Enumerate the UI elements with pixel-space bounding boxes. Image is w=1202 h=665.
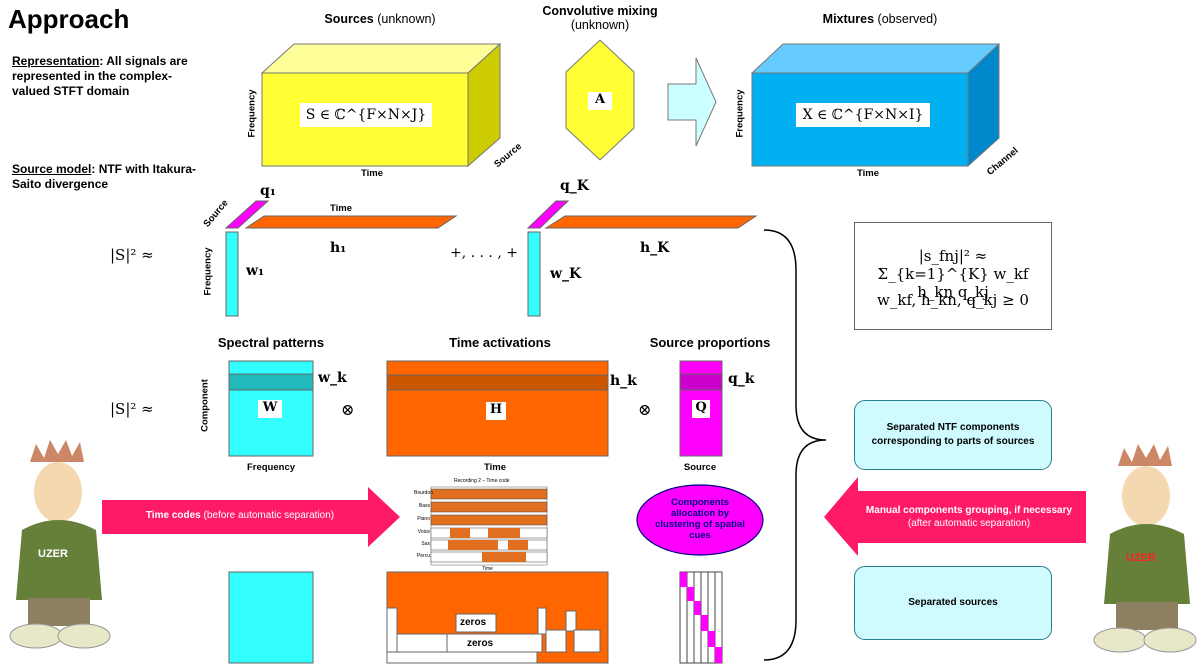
W-init — [228, 571, 314, 664]
representation-label: Representation — [12, 54, 100, 68]
timecode-row-3: Voice — [417, 529, 430, 535]
cube-x-freq-label: Frequency — [734, 89, 746, 138]
mixing-header-rest: (unknown) — [570, 18, 630, 32]
h1-bar — [244, 215, 458, 229]
zeros-label-1: zeros — [460, 617, 487, 628]
qK-label: q_K — [560, 178, 589, 194]
w1-bar — [225, 231, 239, 317]
Q-label: Q — [692, 400, 710, 418]
representation-body: : All signals are represented in the com… — [12, 54, 188, 98]
user-figure-right — [1093, 444, 1197, 653]
spectral-patterns-title: Spectral patterns — [217, 335, 325, 350]
time-codes-text: Time codes (before automatic separation) — [110, 510, 370, 521]
page-title: Approach — [8, 4, 130, 34]
formula-box: |s_fnj|² ≈ Σ_{k=1}^{K} w_kf h_kn q_kj w_… — [854, 222, 1052, 330]
source-model-body: : NTF with Itakura-Saito divergence — [12, 162, 197, 191]
hk-label: h_k — [610, 373, 637, 389]
h1-label: h₁ — [330, 240, 347, 256]
otimes-2: ⊗ — [638, 400, 652, 419]
W-label: W — [258, 400, 282, 418]
separated-sources-box: Separated sources — [854, 566, 1052, 640]
cube-s-freq-label: Frequency — [246, 89, 258, 138]
Q-matrix — [679, 360, 723, 457]
cube-s-time-label: Time — [360, 168, 383, 179]
time-codes-bold: Time codes — [145, 510, 201, 521]
formula-line2: w_kf, h_kn, q_kj ≥ 0 — [877, 291, 1029, 309]
w1-label: w₁ — [246, 263, 265, 279]
row1-freq-axis: Frequency — [202, 247, 214, 296]
source-label: Source — [683, 462, 717, 473]
source-model-label: Source model — [12, 162, 92, 176]
frequency-label: Frequency — [246, 462, 296, 473]
cube-s-formula: S ∈ ℂ^{F×N×J} — [300, 103, 432, 127]
grouping-rest: (after automatic separation) — [907, 518, 1031, 529]
timecode-xlabel: Time — [482, 566, 493, 572]
grouping-text: Manual components grouping, if necessary… — [858, 504, 1080, 530]
row1-time-axis: Time — [330, 203, 353, 214]
wK-bar — [527, 231, 541, 317]
q1-bar — [224, 200, 270, 229]
wK-label: w_K — [550, 266, 582, 282]
time-activations-title: Time activations — [449, 335, 551, 350]
grouping-arrow — [824, 477, 1086, 556]
user-figure-left — [9, 440, 111, 649]
otimes-1: ⊗ — [341, 400, 355, 419]
H-init — [386, 571, 609, 664]
sources-header-bold: Sources — [324, 12, 374, 26]
allocation-ellipse — [636, 484, 764, 556]
timecode-chart — [430, 486, 548, 566]
wk-label: w_k — [318, 370, 347, 386]
qK-bar — [526, 200, 570, 229]
timecode-row-1: Bass — [418, 503, 430, 509]
row1-dots: +, . . . , + — [450, 245, 518, 261]
mixing-header-bold: Convolutive mixing — [542, 4, 658, 18]
row1-lhs: |S|² ≈ — [110, 246, 154, 264]
cube-x-time-label: Time — [856, 168, 879, 179]
time-label: Time — [483, 462, 506, 473]
user-label-left: UZER — [38, 548, 68, 560]
formula-line1: |s_fnj|² ≈ Σ_{k=1}^{K} w_kf h_kn q_kj — [877, 247, 1029, 301]
timecode-row-5: Percu — [416, 553, 430, 559]
mixing-symbol: A — [588, 92, 612, 110]
source-model-text: Source model: NTF with Itakura-Saito div… — [12, 162, 202, 192]
right-brace — [763, 229, 827, 661]
source-proportions-title: Source proportions — [649, 335, 771, 350]
mixing-arrow — [667, 57, 717, 147]
mixtures-header-rest: (observed) — [874, 12, 938, 26]
zeros-label-2: zeros — [467, 638, 494, 649]
ntf-components-box: Separated NTF components corresponding t… — [854, 400, 1052, 470]
grouping-bold: Manual components grouping, if necessary — [865, 505, 1073, 516]
time-codes-arrow — [102, 487, 400, 547]
timecode-row-4: Sax — [421, 541, 430, 547]
timecode-chart-title: Recording 2 – Time code — [454, 478, 510, 484]
qk-label: q_k — [728, 371, 755, 387]
sources-header: Sources (unknown) — [300, 12, 460, 26]
hK-bar — [544, 215, 758, 229]
Q-init — [679, 571, 723, 664]
timecode-row-2: Piano — [417, 516, 430, 522]
time-codes-rest: (before automatic separation) — [200, 510, 335, 521]
mixtures-header-bold: Mixtures — [822, 12, 875, 26]
representation-text: Representation: All signals are represen… — [12, 54, 202, 99]
mixtures-header: Mixtures (observed) — [790, 12, 970, 26]
row2-lhs: |S|² ≈ — [110, 400, 154, 418]
hK-label: h_K — [640, 240, 670, 256]
user-label-right: UZER — [1126, 552, 1156, 564]
sources-header-rest: (unknown) — [373, 12, 436, 26]
mixing-header: Convolutive mixing (unknown) — [530, 4, 670, 32]
allocation-text: Components allocation by clustering of s… — [655, 497, 745, 541]
component-axis: Component — [199, 379, 211, 432]
ntf-components-text: Separated NTF components corresponding t… — [871, 422, 1035, 447]
timecode-row-0: Bourdon — [414, 490, 433, 496]
q1-label: q₁ — [260, 183, 276, 199]
source-cube — [260, 42, 502, 168]
separated-sources-text: Separated sources — [908, 597, 998, 608]
H-label: H — [486, 402, 506, 420]
cube-x-formula: X ∈ ℂ^{F×N×I} — [796, 103, 930, 127]
